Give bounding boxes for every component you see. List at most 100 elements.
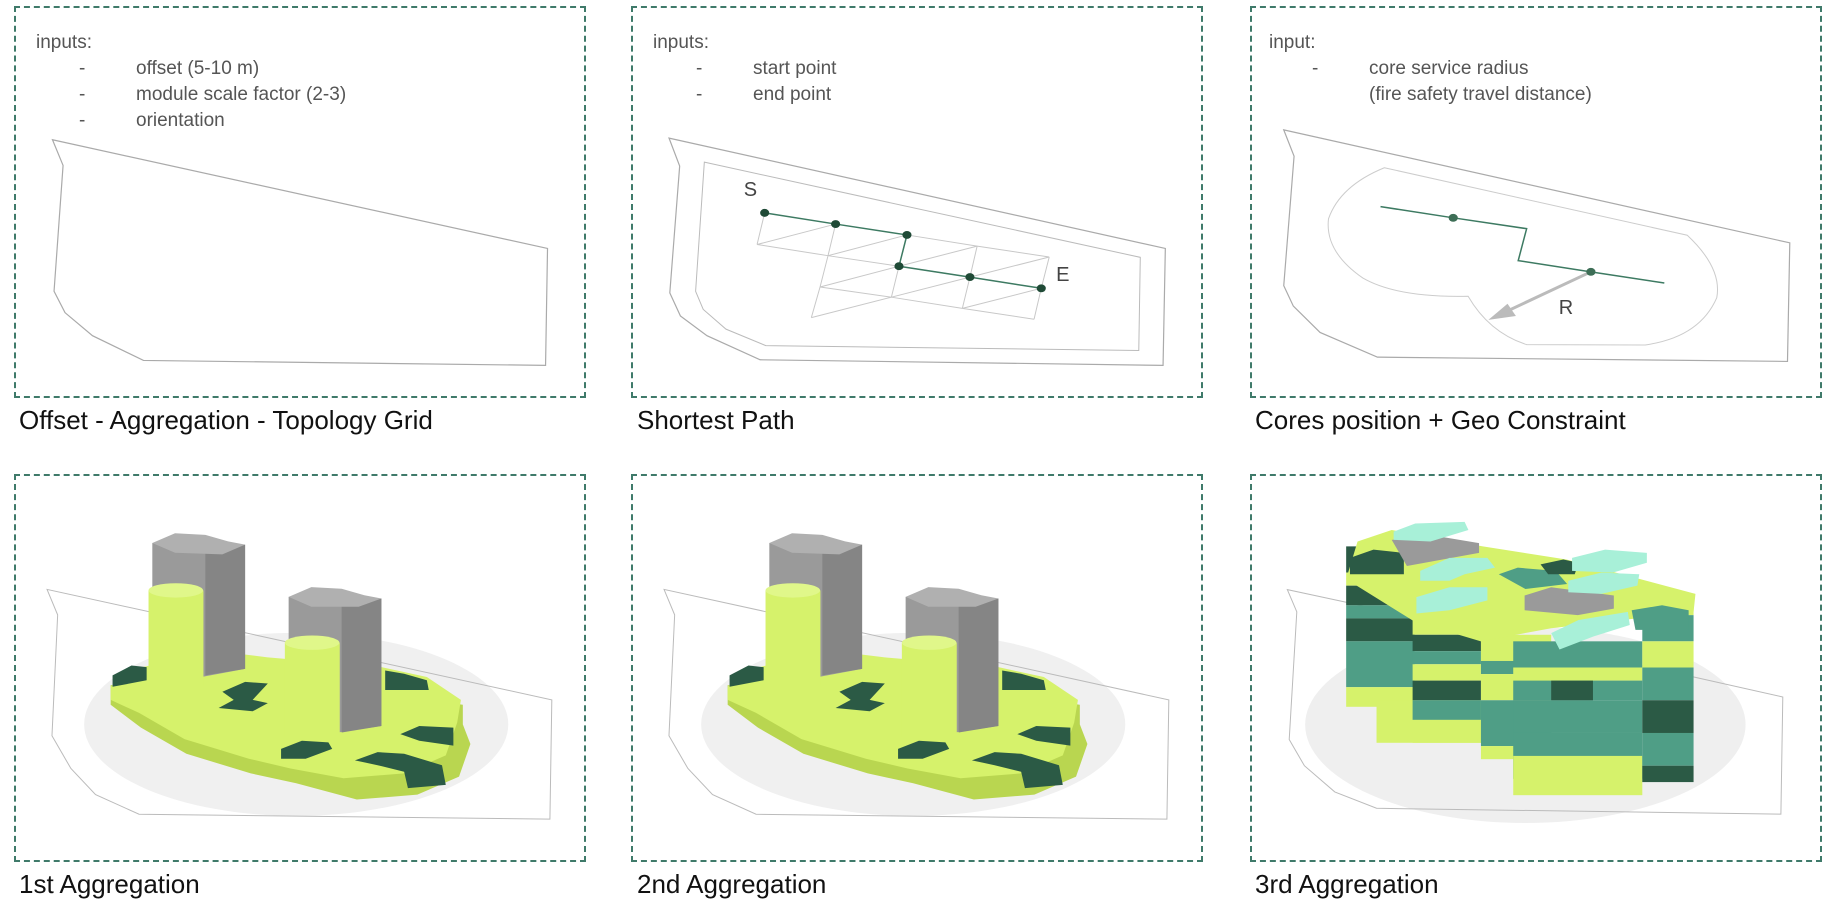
stacked-module [1642,667,1694,701]
path-nodes [760,208,1046,293]
bullet-dash: - [696,84,703,105]
dark-module [400,726,454,746]
core-tower-side [205,544,246,676]
dark-module [971,752,1063,789]
site-boundary-drawing [16,8,584,396]
cores-constraint-drawing [1252,8,1820,396]
top-module [1393,521,1469,542]
stacked-module [1346,641,1415,688]
site-boundary [669,138,1165,365]
stacked-module [1642,732,1694,766]
inputs-label: inputs: [653,32,709,53]
input-item: end point [753,84,832,105]
site-boundary [1284,130,1790,362]
residential-module-top [765,583,821,598]
offset-boundary [696,162,1141,350]
stacked-module [1513,641,1643,668]
panel-offset-topology-grid: inputs: -offset (5-10 m) -module scale f… [14,6,586,398]
caption-3rd-aggregation: 3rd Aggregation [1255,869,1439,899]
radius-arrow [1497,272,1591,316]
path-node [760,208,770,217]
radius-label: R [1558,297,1574,320]
residential-module-top [148,583,204,598]
stacked-module [1642,700,1694,733]
panel-1st-aggregation [14,474,586,862]
path-node [902,230,912,239]
site-boundary [1287,590,1782,815]
inputs-list: inputs: -offset (5-10 m) -module scale f… [36,30,346,134]
stacked-module [1412,719,1481,743]
bullet-dash: - [1312,58,1319,79]
residential-module [901,642,957,738]
dark-module [729,665,764,687]
bullet-dash: - [79,110,86,131]
dark-module [835,681,885,712]
site-boundary [664,589,1169,819]
path-node [831,220,841,229]
core-tower-top [905,587,999,607]
input-item: core service radius [1369,58,1529,79]
inputs-list: input: -core service radius (fire safety… [1269,30,1592,108]
stacked-module [1551,680,1593,701]
input-item: start point [753,58,837,79]
stacked-module [1642,641,1694,668]
inputs-list: inputs: -start point -end point [653,30,836,108]
stacked-module [1412,680,1481,701]
core-tower-side [958,598,999,733]
top-module [1420,557,1495,581]
residential-module-top [901,635,957,650]
service-radius-boundary [1328,168,1717,345]
site-boundary [52,140,547,366]
site-boundary [47,589,552,819]
residential-module [284,642,340,738]
input-item: offset (5-10 m) [136,58,260,79]
caption-shortest-path: Shortest Path [637,405,795,435]
dark-module [218,681,268,712]
core-tower-side [822,544,863,676]
core-tower-top [152,533,246,555]
core-path-line [1381,207,1665,283]
core-tower-top [288,587,382,607]
stacked-module [1412,664,1481,681]
dark-module [1540,559,1579,575]
panel-2nd-aggregation [631,474,1203,862]
panel-3rd-aggregation [1250,474,1822,862]
core-node [1448,213,1458,222]
dark-module [354,752,446,789]
radius-arrow-head [1488,303,1516,320]
residential-module [148,590,204,686]
path-node [1036,284,1046,293]
input-item: orientation [136,110,225,131]
caption-offset-topology-grid: Offset - Aggregation - Topology Grid [19,405,433,435]
top-module [1568,572,1640,594]
start-point-label: S [743,178,758,201]
caption-1st-aggregation: 1st Aggregation [19,869,200,899]
top-module [1551,611,1630,650]
aggregation-render-3 [1252,521,1820,824]
path-node [894,262,904,271]
core-node [1586,267,1596,276]
bullet-dash: - [79,84,86,105]
caption-2nd-aggregation: 2nd Aggregation [637,869,827,899]
teal-module [1631,605,1689,630]
inputs-label: input: [1269,32,1316,53]
top-module [1416,587,1488,614]
stacked-module [1513,700,1643,733]
dark-module [898,740,950,759]
caption-cores-geo-constraint: Cores position + Geo Constraint [1255,405,1626,435]
inputs-label: inputs: [36,32,92,53]
stacked-module [1412,700,1481,720]
bullet-dash: - [79,58,86,79]
core-tower-side [341,598,382,733]
stacked-module [1346,618,1415,642]
residential-module-top [284,635,340,650]
dark-module [281,740,333,759]
core-tower-top [769,533,863,555]
dark-module [385,670,429,691]
shortest-path-line [765,213,1042,288]
dark-module [1017,726,1071,746]
shortest-path-drawing [633,8,1201,396]
panel-cores-geo-constraint: input: -core service radius (fire safety… [1250,6,1822,398]
dark-module [112,665,147,687]
residential-module [765,590,821,686]
